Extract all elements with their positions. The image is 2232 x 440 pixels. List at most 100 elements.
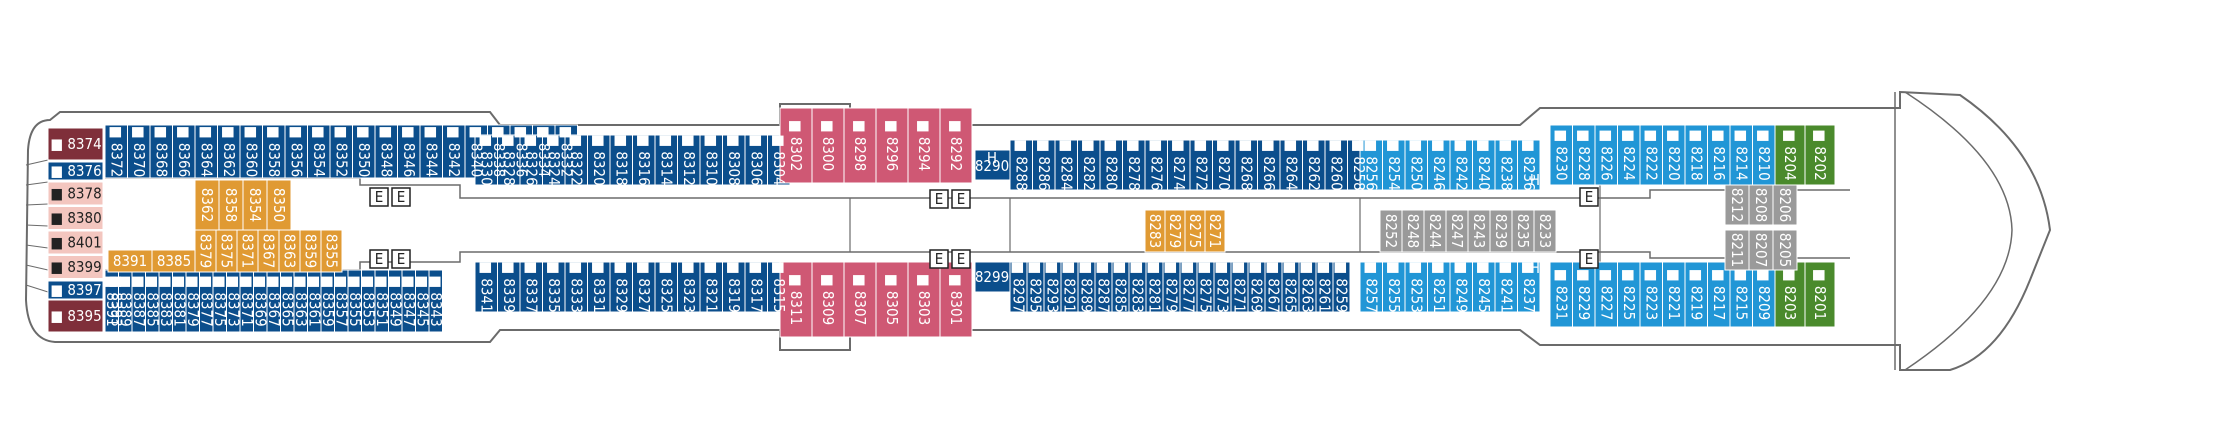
cabin-number-8224: ■ 8224 bbox=[1620, 129, 1638, 180]
cabin-8206[interactable] bbox=[1772, 184, 1798, 226]
cabin-8290[interactable] bbox=[974, 149, 1011, 181]
cabin-number-8245: ■ 8245 bbox=[1475, 261, 1493, 312]
cabin-8202[interactable] bbox=[1804, 124, 1836, 186]
cabin-number-8298: ■ 8298 bbox=[851, 120, 869, 171]
cabin-number-8309: ■ 8309 bbox=[819, 274, 837, 325]
cabin-number-8267: ■ 8267 bbox=[1265, 261, 1283, 312]
cabin-8271[interactable] bbox=[1204, 209, 1226, 253]
cabin-8212[interactable] bbox=[1724, 184, 1750, 226]
cabin-number-8285: ■ 8285 bbox=[1112, 261, 1130, 312]
cabin-number-8362: ■ 8362 bbox=[220, 126, 238, 177]
cabin-8211[interactable] bbox=[1724, 229, 1750, 271]
cabin-8380[interactable] bbox=[47, 206, 104, 230]
cabin-8311[interactable] bbox=[779, 261, 813, 338]
cabin-8208[interactable] bbox=[1748, 184, 1774, 226]
cabin-number-8228: ■ 8228 bbox=[1575, 129, 1593, 180]
cabin-number-8216: ■ 8216 bbox=[1710, 129, 1728, 180]
cabin-number-8344: ■ 8344 bbox=[422, 126, 440, 177]
cabin-number-8291: ■ 8291 bbox=[1061, 261, 1079, 312]
cabin-8259[interactable] bbox=[1332, 261, 1351, 313]
cabin-8205[interactable] bbox=[1772, 229, 1798, 271]
cabin-8299[interactable] bbox=[974, 261, 1011, 293]
cabin-number-8350: 8350 bbox=[270, 188, 288, 222]
cabin-number-8242: ■ 8242 bbox=[1452, 139, 1470, 190]
cabin-8237[interactable] bbox=[1517, 261, 1541, 313]
cabin-number-8337: ■ 8337 bbox=[522, 261, 540, 312]
cabin-number-8290: 8290 bbox=[975, 157, 1009, 175]
cabin-8374[interactable] bbox=[47, 127, 104, 161]
cabin-number-8333: ■ 8333 bbox=[567, 261, 585, 312]
cabin-number-8312: ■ 8312 bbox=[680, 134, 698, 185]
cabin-8362[interactable] bbox=[194, 179, 220, 231]
cabin-number-8308: ■ 8308 bbox=[725, 134, 743, 185]
cabin-number-8279: 8279 bbox=[1166, 214, 1184, 248]
cabin-8294[interactable] bbox=[907, 107, 941, 184]
cabin-number-8367: ■ 8367 bbox=[265, 275, 283, 326]
cabin-8401[interactable] bbox=[47, 230, 104, 255]
cabin-number-8360: ■ 8360 bbox=[242, 126, 260, 177]
cabin-number-8349: ■ 8349 bbox=[386, 275, 404, 326]
cabin-8298[interactable] bbox=[843, 107, 877, 184]
cabin-number-8235: 8235 bbox=[1514, 214, 1532, 248]
cabin-number-8391: ■ 8391 bbox=[103, 275, 121, 326]
cabin-8302[interactable] bbox=[779, 107, 813, 184]
cabin-number-8254: ■ 8254 bbox=[1385, 139, 1403, 190]
cabin-number-8236: ■ 8236 bbox=[1520, 139, 1538, 190]
cabin-8301[interactable] bbox=[939, 261, 973, 338]
cabin-number-8328: ■ 8328 bbox=[500, 134, 518, 185]
cabin-8350[interactable] bbox=[266, 179, 292, 231]
cabin-number-8383: ■ 8383 bbox=[157, 275, 175, 326]
cabin-8309[interactable] bbox=[811, 261, 845, 338]
cabin-8236[interactable] bbox=[1517, 139, 1541, 191]
cabin-number-8211: 8211 bbox=[1728, 233, 1746, 267]
cabin-8355[interactable] bbox=[320, 229, 343, 273]
cabin-number-8217: ■ 8217 bbox=[1710, 269, 1728, 320]
cabin-number-8343: ■ 8343 bbox=[427, 275, 445, 326]
cabin-number-8359: ■ 8359 bbox=[319, 275, 337, 326]
cabin-number-8358: 8358 bbox=[222, 188, 240, 222]
cabin-8305[interactable] bbox=[875, 261, 909, 338]
cabin-number-8316: ■ 8316 bbox=[635, 134, 653, 185]
cabin-number-8247: 8247 bbox=[1448, 214, 1466, 248]
cabin-number-8280: ■ 8280 bbox=[1102, 139, 1120, 190]
cabin-number-8295: ■ 8295 bbox=[1027, 261, 1045, 312]
cabin-number-8229: ■ 8229 bbox=[1575, 269, 1593, 320]
cabin-number-8380: ■ 8380 bbox=[50, 209, 101, 227]
cabin-number-8317: ■ 8317 bbox=[747, 261, 765, 312]
cabin-number-8222: ■ 8222 bbox=[1642, 129, 1660, 180]
cabin-8397[interactable] bbox=[47, 280, 104, 300]
cabin-8376[interactable] bbox=[47, 161, 104, 181]
cabin-8292[interactable] bbox=[939, 107, 973, 184]
cabin-number-8287: ■ 8287 bbox=[1095, 261, 1113, 312]
cabin-number-8214: ■ 8214 bbox=[1732, 129, 1750, 180]
cabin-8354[interactable] bbox=[242, 179, 268, 231]
cabin-number-8249: ■ 8249 bbox=[1452, 261, 1470, 312]
cabin-number-8289: ■ 8289 bbox=[1078, 261, 1096, 312]
cabin-8296[interactable] bbox=[875, 107, 909, 184]
cabin-number-8378: ■ 8378 bbox=[50, 185, 101, 203]
cabin-8203[interactable] bbox=[1774, 261, 1806, 328]
cabin-number-8251: ■ 8251 bbox=[1430, 261, 1448, 312]
cabin-number-8277: ■ 8277 bbox=[1180, 261, 1198, 312]
cabin-number-8381: ■ 8381 bbox=[170, 275, 188, 326]
cabin-8343[interactable] bbox=[428, 269, 443, 333]
cabin-8378[interactable] bbox=[47, 181, 104, 206]
elevator-label: E bbox=[375, 188, 384, 206]
cabin-number-8223: ■ 8223 bbox=[1642, 269, 1660, 320]
cabin-8395[interactable] bbox=[47, 299, 104, 333]
cabin-8233[interactable] bbox=[1533, 209, 1557, 253]
elevator-icon bbox=[1579, 249, 1599, 269]
cabin-8201[interactable] bbox=[1804, 261, 1836, 328]
cabin-number-8348: ■ 8348 bbox=[377, 126, 395, 177]
cabin-8207[interactable] bbox=[1748, 229, 1774, 271]
cabin-number-8265: ■ 8265 bbox=[1282, 261, 1300, 312]
cabin-8399[interactable] bbox=[47, 255, 104, 279]
cabin-number-8368: ■ 8368 bbox=[152, 126, 170, 177]
cabin-number-8300: ■ 8300 bbox=[819, 120, 837, 171]
cabin-number-8307: ■ 8307 bbox=[851, 274, 869, 325]
cabin-8307[interactable] bbox=[843, 261, 877, 338]
cabin-number-8336: ■ 8336 bbox=[512, 126, 530, 177]
elevator-label: E bbox=[397, 250, 406, 268]
cabin-number-8288: ■ 8288 bbox=[1012, 139, 1030, 190]
elevator-icon bbox=[951, 249, 971, 269]
